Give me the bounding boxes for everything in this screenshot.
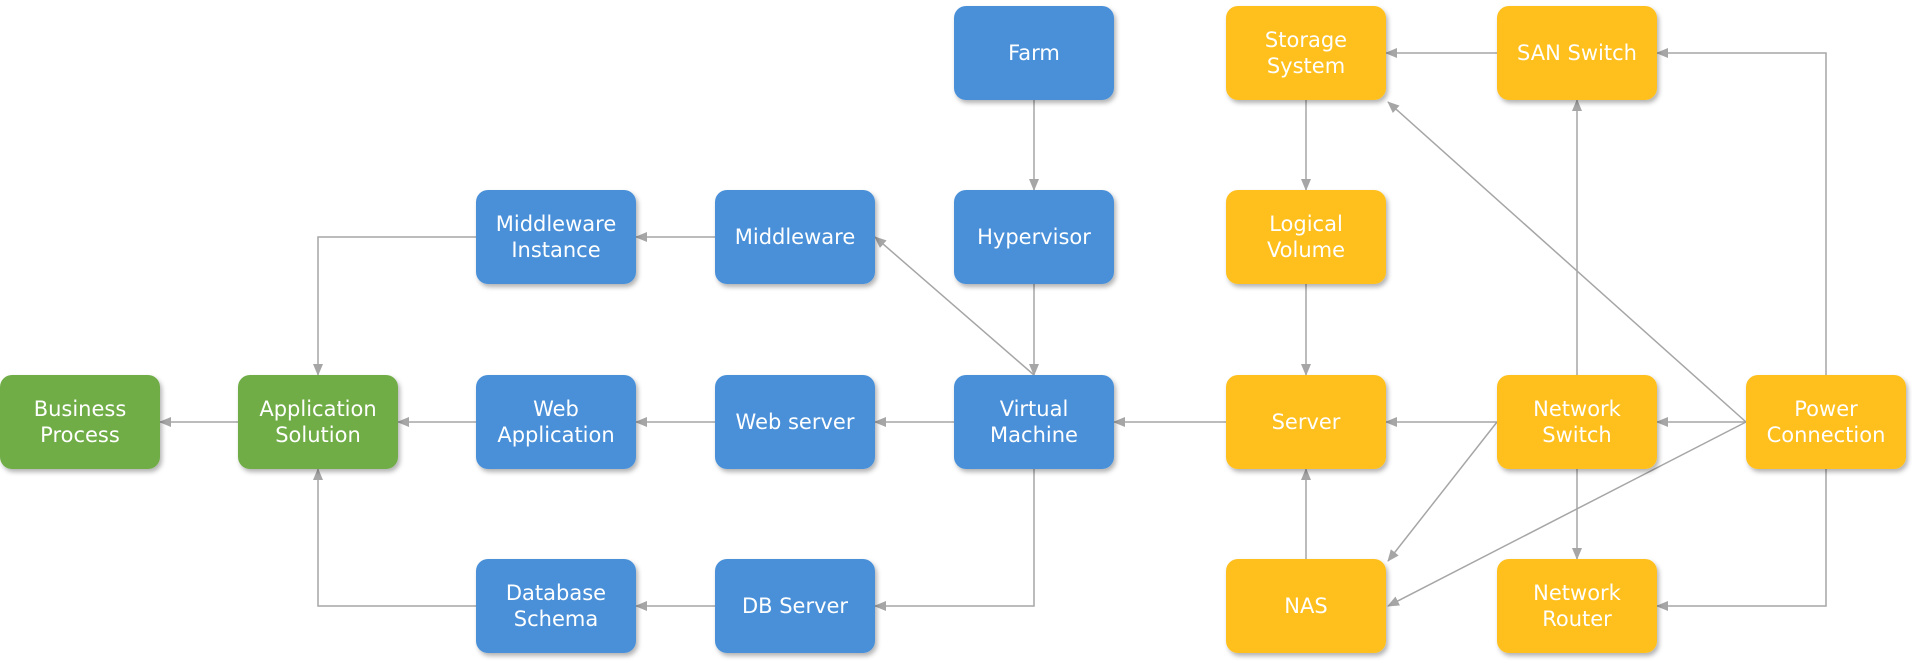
node-box[interactable] (715, 559, 875, 653)
connector-virtual-machine-to-db-server (874, 469, 1035, 611)
node-box[interactable] (954, 375, 1114, 469)
node-box[interactable] (1226, 375, 1386, 469)
node-box[interactable] (1746, 375, 1906, 469)
node-box[interactable] (1226, 6, 1386, 100)
node-box[interactable] (1226, 559, 1386, 653)
node-farm[interactable]: Farm (954, 6, 1114, 100)
node-box[interactable] (1226, 190, 1386, 284)
node-label: Web server (736, 410, 855, 434)
connector-power-connection-to-storage-system (1387, 101, 1747, 423)
node-box[interactable] (715, 190, 875, 284)
node-label: Middleware (735, 225, 856, 249)
node-box[interactable] (1497, 559, 1657, 653)
node-box[interactable] (1497, 6, 1657, 100)
connector-power-connection-to-network-router (1656, 469, 1827, 611)
node-label: Farm (1008, 41, 1060, 65)
node-box[interactable] (954, 6, 1114, 100)
node-box[interactable] (476, 190, 636, 284)
node-box[interactable] (238, 375, 398, 469)
node-label: NAS (1284, 594, 1327, 618)
connector-database-schema-to-application-solution (313, 468, 476, 607)
node-san-switch[interactable]: SAN Switch (1497, 6, 1657, 100)
node-server[interactable]: Server (1226, 375, 1386, 469)
node-box[interactable] (476, 559, 636, 653)
node-box[interactable] (476, 375, 636, 469)
connector-network-switch-to-nas (1387, 421, 1498, 562)
node-box[interactable] (954, 190, 1114, 284)
node-label: Hypervisor (977, 225, 1091, 249)
connector-middleware-instance-to-application-solution (313, 236, 476, 376)
connector-power-connection-to-nas (1387, 421, 1747, 607)
node-hypervisor[interactable]: Hypervisor (954, 190, 1114, 284)
connector-virtual-machine-to-middleware (874, 236, 1035, 376)
node-box[interactable] (1497, 375, 1657, 469)
node-box[interactable] (715, 375, 875, 469)
node-web-server[interactable]: Web server (715, 375, 875, 469)
node-label: DB Server (742, 594, 848, 618)
node-label: Server (1272, 410, 1341, 434)
node-box[interactable] (0, 375, 160, 469)
connector-power-connection-to-san-switch (1656, 48, 1827, 375)
node-label: SAN Switch (1517, 41, 1637, 65)
node-nas[interactable]: NAS (1226, 559, 1386, 653)
connectors (159, 48, 1827, 611)
node-middleware[interactable]: Middleware (715, 190, 875, 284)
node-db-server[interactable]: DB Server (715, 559, 875, 653)
